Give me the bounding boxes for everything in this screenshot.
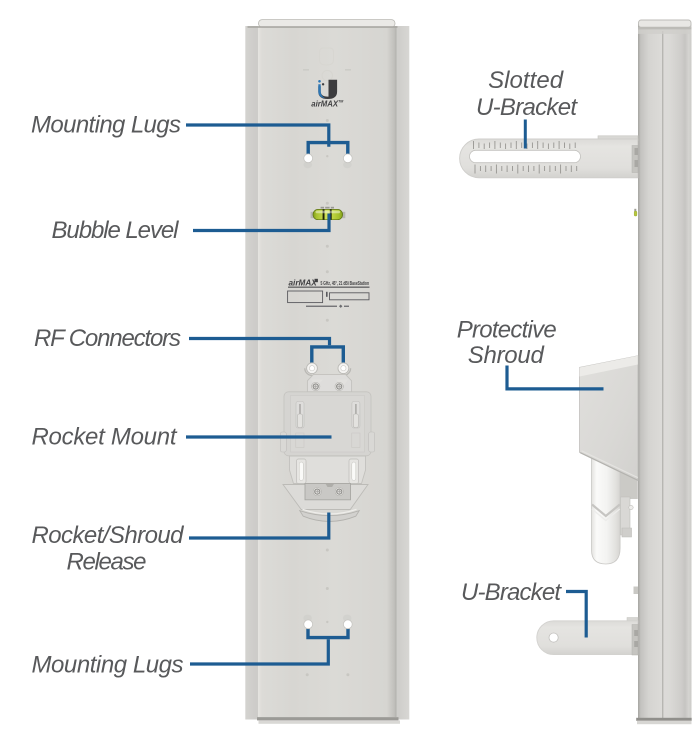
svg-text:Rocket Mount: Rocket Mount <box>32 424 178 451</box>
svg-text:Mounting Lugs: Mounting Lugs <box>31 112 181 139</box>
svg-text:U-Bracket: U-Bracket <box>476 94 578 121</box>
svg-text:airMAX: airMAX <box>289 279 318 288</box>
svg-text:Slotted: Slotted <box>488 67 564 94</box>
svg-text:U-Bracket: U-Bracket <box>461 579 562 606</box>
svg-text:5 GHz, 45°, 21 dBi BaseStation: 5 GHz, 45°, 21 dBi BaseStation <box>321 281 370 287</box>
svg-text:Rocket/Shroud: Rocket/Shroud <box>32 522 185 549</box>
svg-text:RF Connectors: RF Connectors <box>34 325 181 352</box>
svg-text:Mounting Lugs: Mounting Lugs <box>32 652 184 679</box>
svg-text:Release: Release <box>67 549 147 576</box>
svg-text:Protective: Protective <box>457 317 557 344</box>
svg-text:Bubble Level: Bubble Level <box>52 217 180 244</box>
svg-text:airMAXTM: airMAXTM <box>311 99 344 109</box>
svg-text:Shroud: Shroud <box>468 342 545 369</box>
